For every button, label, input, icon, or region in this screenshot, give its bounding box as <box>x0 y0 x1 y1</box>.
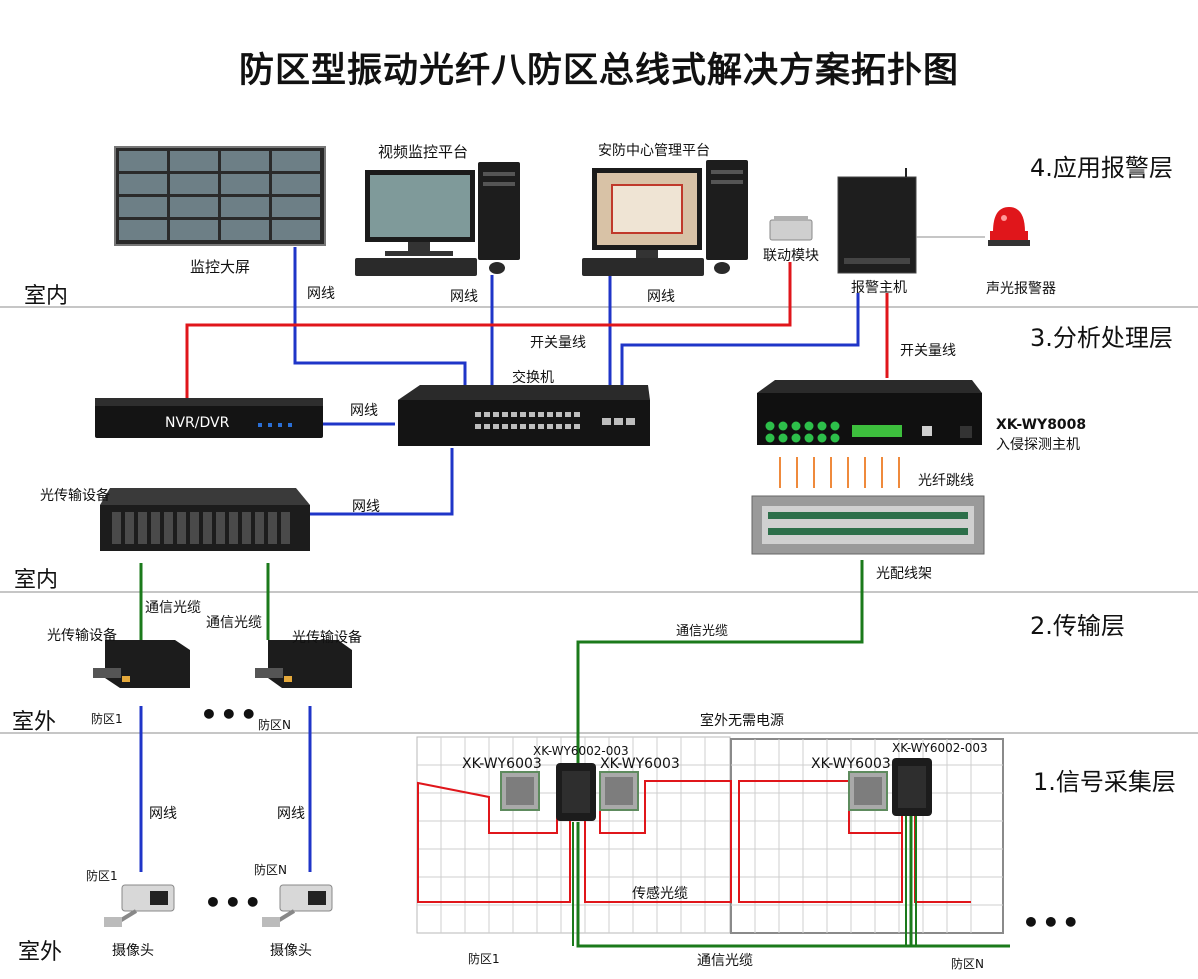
label-zone1-converter: 防区1 <box>91 712 123 726</box>
label-sensing-cable: 传感光缆 <box>632 886 688 902</box>
label-zoneN-converter: 防区N <box>258 718 291 732</box>
label-zone1-field: 防区1 <box>468 952 500 966</box>
video-platform-computer <box>355 162 520 276</box>
label-comm-cable-left: 通信光缆 <box>145 600 201 616</box>
label-fiber-jumper: 光纤跳线 <box>918 473 974 489</box>
network-switch <box>398 385 650 446</box>
label-video-platform: 视频监控平台 <box>378 143 469 161</box>
zone-label-indoor-top: 室内 <box>24 284 69 309</box>
sensor-6003-a <box>500 771 540 811</box>
label-zone1-camera: 防区1 <box>86 869 118 883</box>
ellipsis-zones: ••• <box>1022 906 1082 939</box>
label-converter-left: 光传输设备 <box>47 628 117 644</box>
sensing-cable-branch-green <box>572 815 917 946</box>
alarm-host-cabinet <box>837 168 917 274</box>
label-converter-right: 光传输设备 <box>292 630 362 646</box>
label-optical-transmitter: 光传输设备 <box>40 488 110 504</box>
junction-box-b <box>892 758 932 816</box>
label-switch-qty-line-right: 开关量线 <box>900 343 956 359</box>
label-sensor-a: XK-WY6003 <box>462 756 542 772</box>
sensor-6003-c <box>848 771 888 811</box>
label-camera-right: 摄像头 <box>270 943 312 959</box>
page-title: 防区型振动光纤八防区总线式解决方案拓扑图 <box>238 51 959 91</box>
label-sensor-c: XK-WY6003 <box>811 756 891 772</box>
layer-label-analysis: 3.分析处理层 <box>1030 324 1173 352</box>
label-net-security: 网线 <box>647 289 675 305</box>
label-nvr: NVR/DVR <box>165 415 230 431</box>
camera-zone1-icon <box>104 884 175 927</box>
network-lines <box>139 247 860 872</box>
video-wall-screen <box>114 146 326 246</box>
ellipsis-converters: ••• <box>200 698 260 731</box>
label-net-camera-right: 网线 <box>277 806 305 822</box>
label-no-power: 室外无需电源 <box>700 713 784 729</box>
label-camera-left: 摄像头 <box>112 943 154 959</box>
label-net-wall: 网线 <box>307 286 335 302</box>
label-alarm-host: 报警主机 <box>851 280 907 296</box>
label-detector-name: 入侵探测主机 <box>996 437 1080 453</box>
layer-label-signal: 1.信号采集层 <box>1033 768 1176 796</box>
label-sensor-b: XK-WY6003 <box>600 756 680 772</box>
media-converter-zoneN <box>255 640 352 688</box>
junction-box-a <box>556 763 596 821</box>
security-platform-computer <box>582 160 748 276</box>
label-comm-cable-right: 通信光缆 <box>206 615 262 631</box>
layer-label-transmission: 2.传输层 <box>1030 612 1125 640</box>
label-net-transmitter: 网线 <box>352 499 380 515</box>
intrusion-detector-host <box>757 380 982 445</box>
label-zoneN-field: 防区N <box>951 957 984 971</box>
nvr-device <box>95 398 323 438</box>
label-junction-a: XK-WY6002-003 <box>533 744 629 758</box>
label-comm-cable-bottom: 通信光缆 <box>697 953 753 969</box>
label-net-camera-left: 网线 <box>149 806 177 822</box>
label-switch: 交换机 <box>512 370 554 386</box>
label-security-platform: 安防中心管理平台 <box>598 143 710 159</box>
label-linkage-module: 联动模块 <box>763 248 819 264</box>
switch-quantity-lines <box>185 262 889 398</box>
linkage-module <box>769 216 813 241</box>
layer-label-application: 4.应用报警层 <box>1030 154 1173 182</box>
optical-transmitter-rack <box>100 488 310 551</box>
label-video-wall: 监控大屏 <box>190 258 251 276</box>
sensor-6003-b <box>599 771 639 811</box>
media-converter-zone1 <box>93 640 190 688</box>
label-net-nvr: 网线 <box>350 403 378 419</box>
label-comm-cable-odf: 通信光缆 <box>676 624 729 639</box>
label-switch-qty-line: 开关量线 <box>530 335 586 351</box>
zone-label-outdoor-mid: 室外 <box>12 710 57 735</box>
label-odf: 光配线架 <box>876 566 932 582</box>
label-net-video: 网线 <box>450 289 478 305</box>
label-junction-b: XK-WY6002-003 <box>892 741 988 755</box>
label-detector-model: XK-WY8008 <box>996 417 1087 433</box>
label-zoneN-camera: 防区N <box>254 863 287 877</box>
fiber-jumper-lines <box>779 457 900 488</box>
optical-distribution-frame <box>751 495 985 555</box>
siren-icon <box>988 207 1030 246</box>
zone-label-indoor-mid: 室内 <box>14 568 59 593</box>
camera-zoneN-icon <box>262 884 333 927</box>
layer-separators <box>0 306 1198 734</box>
label-sound-light-alarm: 声光报警器 <box>986 281 1056 297</box>
comm-fiber-lines <box>139 560 1010 948</box>
zone-label-outdoor-bottom: 室外 <box>18 940 63 965</box>
ellipsis-cameras: ••• <box>204 886 264 919</box>
